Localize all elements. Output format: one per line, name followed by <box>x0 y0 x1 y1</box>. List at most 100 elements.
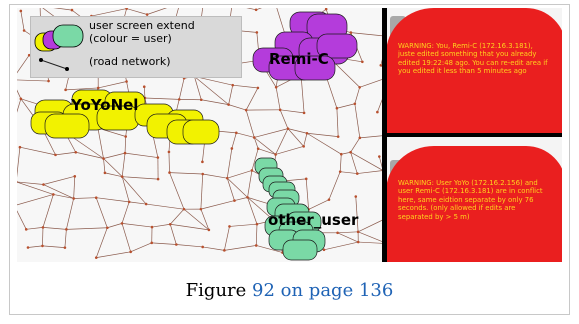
road-segment <box>121 201 130 224</box>
road-segment <box>275 128 289 155</box>
divider-horizontal <box>382 133 562 137</box>
road-segment <box>129 201 147 205</box>
page-reference-link[interactable]: on page 136 <box>280 280 394 301</box>
road-segment <box>229 223 258 227</box>
road-segment <box>19 146 56 156</box>
road-segment <box>178 78 185 100</box>
road-segment <box>251 148 259 171</box>
road-node <box>250 169 254 172</box>
road-node <box>356 240 360 244</box>
road-node <box>142 85 146 88</box>
road-segment <box>377 99 382 113</box>
road-segment <box>17 181 44 185</box>
road-segment <box>359 79 382 88</box>
road-segment <box>337 232 359 243</box>
legend-swatch-icon <box>34 24 84 71</box>
road-segment <box>323 241 359 251</box>
road-segment <box>53 8 73 11</box>
road-segment <box>350 152 358 174</box>
road-segment <box>169 224 177 245</box>
road-segment <box>42 227 44 246</box>
road-node <box>255 31 259 34</box>
road-node <box>150 241 154 245</box>
road-node <box>156 177 160 181</box>
road-segment <box>144 97 180 100</box>
road-node <box>246 196 249 199</box>
road-node <box>376 110 379 114</box>
road-segment <box>176 244 203 248</box>
road-node <box>231 83 235 87</box>
road-segment <box>65 87 99 91</box>
road-segment <box>121 176 130 202</box>
road-node <box>201 172 205 176</box>
road-segment <box>43 175 75 185</box>
warning-bubble <box>386 8 562 135</box>
road-segment <box>354 87 361 104</box>
road-segment <box>98 81 127 89</box>
road-node <box>379 64 382 67</box>
road-segment <box>97 127 104 159</box>
road-segment <box>42 245 65 248</box>
road-segment <box>300 74 305 113</box>
road-node <box>339 152 343 156</box>
road-segment <box>103 158 123 177</box>
road-segment <box>126 8 148 15</box>
road-segment <box>246 8 257 11</box>
road-segment <box>232 84 258 89</box>
road-segment <box>357 231 382 242</box>
road-segment <box>245 87 259 111</box>
user-label-other: other_user <box>268 211 359 229</box>
road-node <box>125 8 128 10</box>
road-segment <box>236 132 255 138</box>
road-segment <box>350 151 382 171</box>
road-node <box>199 207 203 211</box>
road-segment <box>121 176 147 205</box>
road-node <box>94 196 98 200</box>
road-node <box>254 8 258 12</box>
road-segment <box>280 109 305 114</box>
road-node <box>70 8 74 12</box>
road-node <box>125 80 128 83</box>
road-segment <box>170 223 209 231</box>
road-node <box>129 250 132 254</box>
road-segment <box>378 156 382 169</box>
road-segment <box>201 99 229 105</box>
road-segment <box>258 148 276 155</box>
road-node <box>338 170 342 173</box>
road-node <box>27 53 31 57</box>
figure-number-link[interactable]: 92 <box>252 280 275 301</box>
road-segment <box>26 227 44 230</box>
road-node <box>94 256 98 259</box>
road-node <box>177 98 181 101</box>
road-node <box>227 103 230 106</box>
road-node <box>120 222 124 225</box>
user-extent-shape <box>294 55 336 81</box>
warning-panels: WARNING: You, Remi-C (172.16.3.181), jus… <box>382 8 562 262</box>
road-node <box>42 183 45 186</box>
road-segment <box>357 170 382 174</box>
road-node <box>73 175 77 178</box>
road-segment <box>95 197 108 228</box>
road-segment <box>341 151 351 155</box>
road-segment <box>200 200 235 210</box>
road-segment <box>121 223 153 228</box>
road-segment <box>228 85 234 105</box>
road-segment <box>96 197 130 203</box>
road-node <box>145 13 149 16</box>
road-segment <box>169 208 185 225</box>
user-extent-shape <box>282 239 318 261</box>
road-segment <box>75 151 104 159</box>
road-node <box>230 147 234 150</box>
road-segment <box>17 54 30 74</box>
road-node <box>349 31 353 34</box>
road-node <box>304 177 308 181</box>
road-segment <box>17 210 27 230</box>
road-segment <box>224 226 230 251</box>
user-label-remi: Remi-C <box>269 50 329 68</box>
road-node <box>127 200 131 204</box>
road-node <box>361 60 364 64</box>
road-segment <box>275 146 304 155</box>
road-node <box>19 97 23 101</box>
road-node <box>378 155 381 158</box>
road-node <box>96 86 100 90</box>
